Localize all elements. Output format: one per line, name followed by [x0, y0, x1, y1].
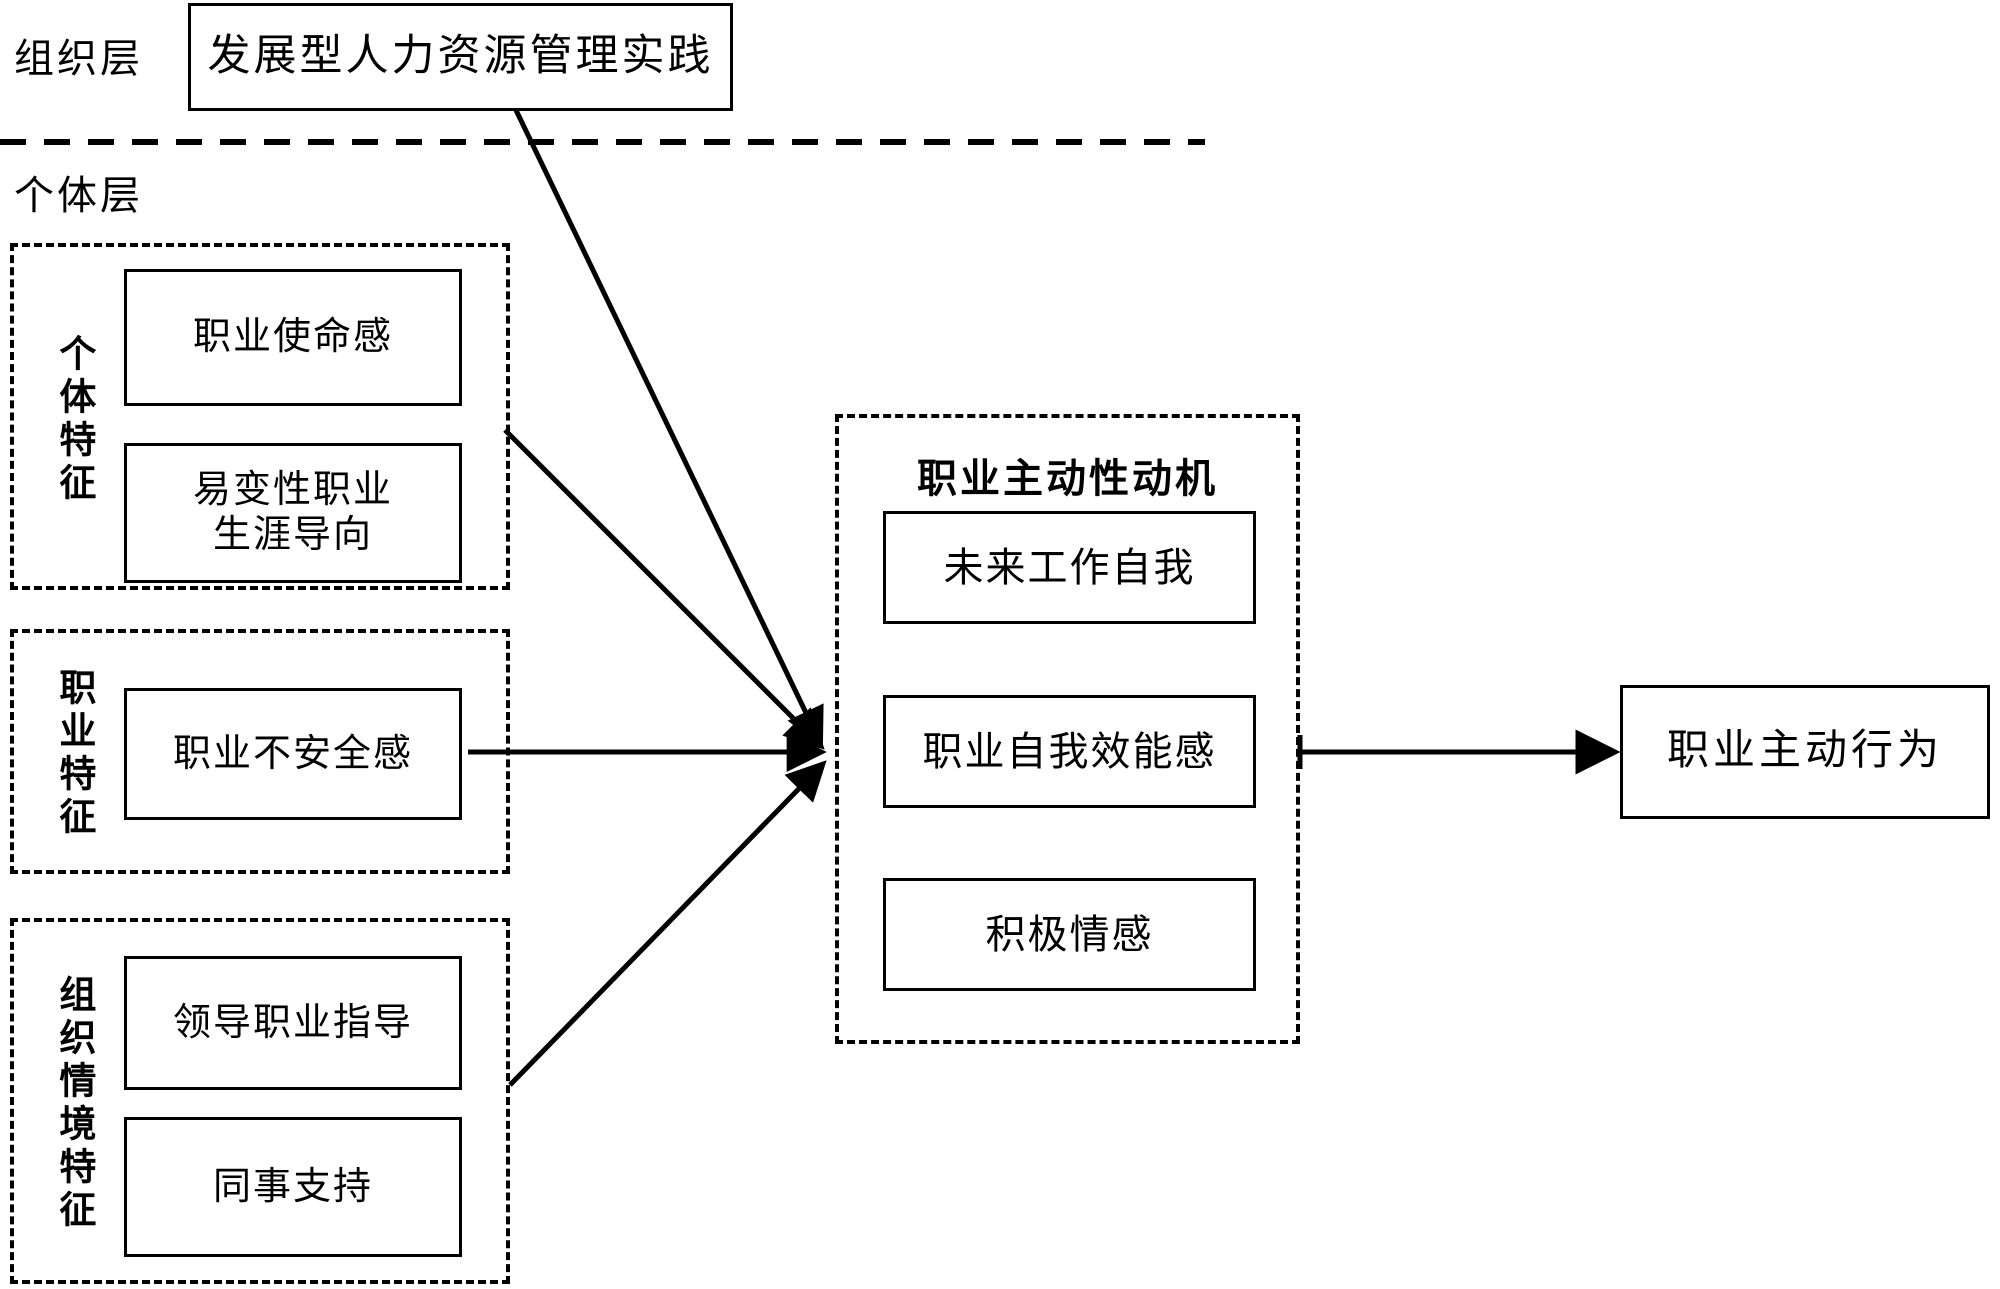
group-label-org-context: 组织情境特征: [52, 975, 96, 1233]
antecedent-group-job-characteristics: [10, 629, 510, 874]
org-hrm-practice-box[interactable]: 发展型人力资源管理实践: [188, 3, 733, 111]
factor-box-protean-career-orientation[interactable]: 易变性职业 生涯导向: [124, 443, 462, 583]
factor-box-leader-career-guidance[interactable]: 领导职业指导: [124, 956, 462, 1090]
mediator-box-positive-affect[interactable]: 积极情感: [883, 878, 1256, 991]
factor-box-job-insecurity[interactable]: 职业不安全感: [124, 688, 462, 820]
factor-box-coworker-support[interactable]: 同事支持: [124, 1117, 462, 1257]
outcome-box-proactive-career-behavior[interactable]: 职业主动行为: [1620, 685, 1990, 819]
layer-label-organization: 组织层: [14, 36, 143, 81]
mediator-box-career-self-efficacy[interactable]: 职业自我效能感: [883, 695, 1256, 808]
group-label-job-characteristics: 职业特征: [52, 668, 96, 840]
arrow-org-context-to-motivation: [508, 760, 827, 1087]
layer-label-individual: 个体层: [14, 173, 143, 218]
group-label-individual-traits: 个体特征: [52, 334, 96, 506]
factor-box-career-calling[interactable]: 职业使命感: [124, 269, 462, 406]
mediator-group-title: 职业主动性动机: [917, 456, 1218, 502]
antecedent-group-org-context: [10, 918, 510, 1284]
mediator-box-future-work-self[interactable]: 未来工作自我: [883, 511, 1256, 624]
arrow-individual-traits-to-motivation: [503, 428, 825, 750]
antecedent-group-individual-traits: [10, 243, 510, 590]
arrow-hrm-to-motivation: [512, 106, 824, 749]
mediator-group-proactive-motivation: 职业主动性动机: [835, 414, 1300, 1044]
